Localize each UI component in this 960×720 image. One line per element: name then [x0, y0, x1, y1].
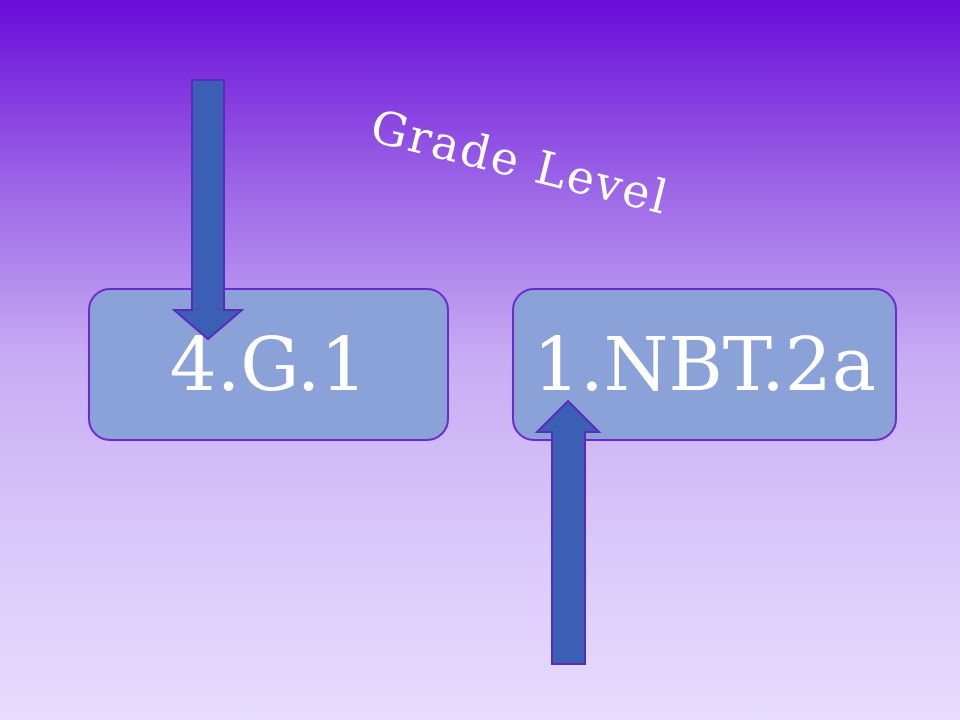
arrow-down-icon: [171, 79, 245, 341]
standard-code-left: 4.G.1: [169, 321, 368, 408]
arrow-up-icon: [534, 399, 602, 665]
standard-code-right: 1.NBT.2a: [533, 321, 876, 408]
standard-code-box-left: 4.G.1: [88, 288, 449, 441]
grade-level-annotation: Grade Level: [365, 98, 675, 226]
